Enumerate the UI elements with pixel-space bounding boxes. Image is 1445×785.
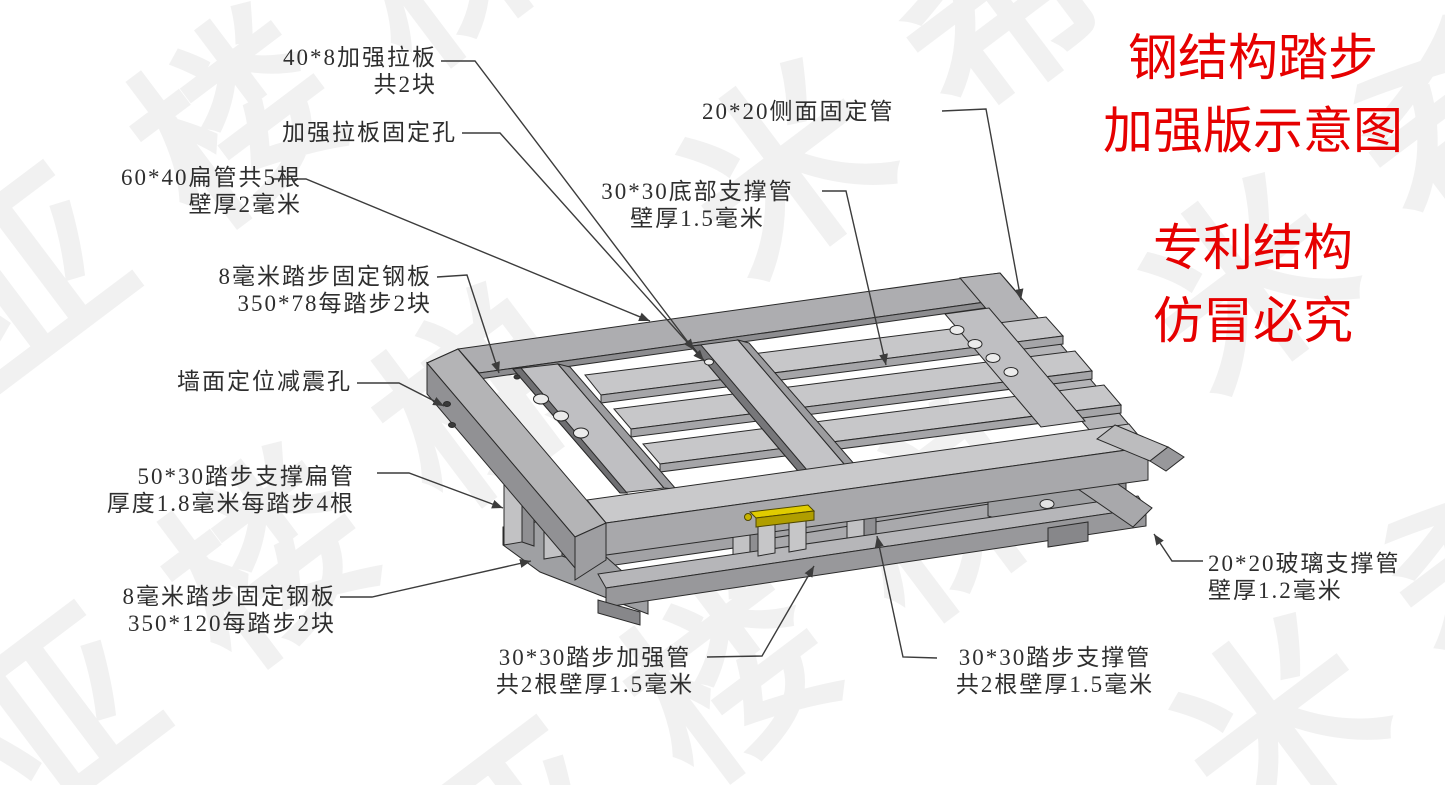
page-title: 钢结构踏步 加强版示意图 — [1103, 30, 1403, 159]
label-reinforce-plate: 40*8加强拉板共2块 — [283, 45, 437, 97]
deck-flat-tubes — [584, 316, 1122, 473]
label-step-support-tube: 30*30踏步支撑管共2根壁厚1.5毫米 — [955, 645, 1155, 697]
left-cross-beam — [512, 363, 678, 494]
label-flat-tube-60x40: 60*40扁管共5根壁厚2毫米 — [121, 165, 302, 217]
label-step-support-flat: 50*30踏步支撑扁管厚度1.8毫米每踏步4根 — [106, 464, 355, 516]
label-glass-support-tube: 20*20玻璃支撑管壁厚1.2毫米 — [1208, 551, 1401, 603]
leader-glass-support-tube — [1153, 533, 1203, 562]
leader-step-plate-350x120 — [340, 559, 532, 598]
leader-step-support-flat — [377, 472, 504, 509]
label-wall-damper-hole: 墙面定位减震孔 — [177, 369, 352, 394]
label-side-fix-tube: 20*20侧面固定管 — [702, 99, 895, 124]
leader-step-support-tube — [874, 535, 938, 659]
label-plate-fix-hole: 加强拉板固定孔 — [282, 120, 457, 145]
top-frame — [426, 272, 1185, 581]
leader-step-plate-350x78 — [436, 274, 500, 374]
label-step-reinforce-tube: 30*30踏步加强管共2根壁厚1.5毫米 — [495, 645, 695, 697]
left-wall-plate — [426, 348, 607, 581]
yellow-clamp — [744, 504, 816, 557]
patent-notice: 专利结构 仿冒必究 — [1153, 220, 1353, 349]
middle-cross-beam — [691, 339, 858, 472]
leader-side-fix-tube — [941, 108, 1024, 301]
wall-damper-hole-dot — [443, 401, 451, 407]
leader-wall-damper-hole — [357, 382, 445, 407]
wall-damper-hole-dot — [448, 422, 456, 428]
leader-reinforce-plate — [441, 60, 695, 351]
leader-flat-tube-60x40 — [272, 178, 651, 322]
leader-step-reinforce-tube — [706, 565, 815, 658]
right-cross-beam — [944, 307, 1086, 428]
leader-plate-fix-hole — [462, 132, 705, 362]
label-bottom-support-tube: 30*30底部支撑管壁厚1.5毫米 — [601, 179, 794, 231]
leader-lines — [272, 60, 1203, 659]
leader-bottom-support-tube — [822, 190, 888, 366]
right-end-stub — [1096, 424, 1185, 472]
